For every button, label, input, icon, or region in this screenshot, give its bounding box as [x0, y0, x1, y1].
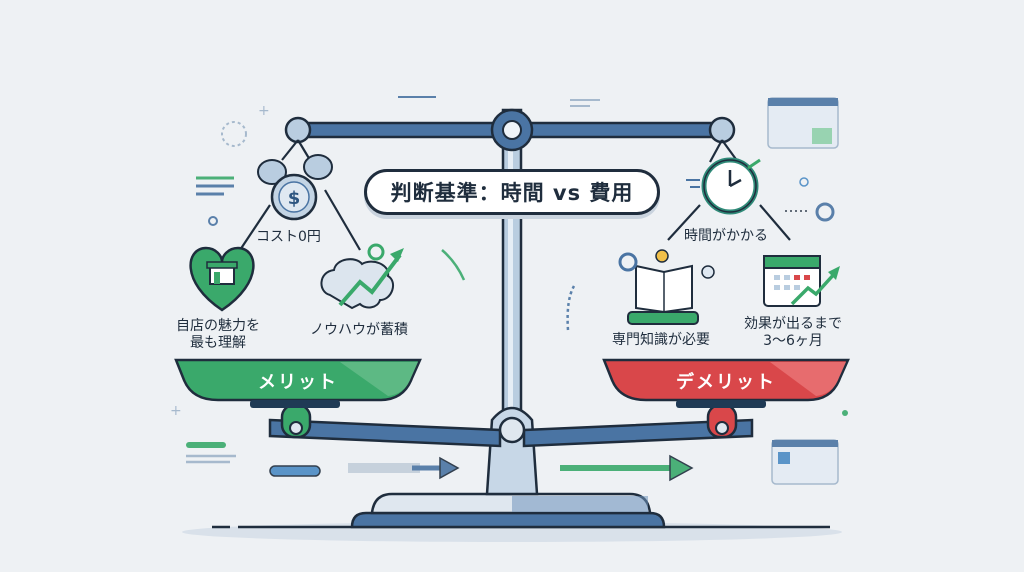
scale-base-icon	[350, 492, 666, 529]
merit-label-knowhow: ノウハウが蓄積	[310, 322, 408, 338]
coins-dollar-icon: $	[257, 154, 333, 221]
svg-text:$: $	[288, 188, 301, 209]
heart-store-icon	[189, 246, 255, 312]
demerit-label-duration-line1: 効果が出るまで	[744, 316, 842, 332]
demerit-label-expertise: 専門知識が必要	[612, 332, 710, 348]
calendar-growth-icon	[763, 255, 840, 307]
top-beam-icon	[284, 108, 736, 152]
svg-text:+: +	[170, 403, 182, 419]
demerit-hanger-icon	[706, 403, 738, 439]
merit-pan-label: メリット	[258, 372, 338, 393]
merit-label-cost: コスト0円	[256, 229, 321, 245]
merit-label-appeal-line1: 自店の魅力を	[176, 318, 260, 334]
demerit-pan-label: デメリット	[676, 372, 776, 393]
merit-label-appeal-line2: 最も理解	[190, 335, 246, 351]
demerit-label-duration-line2: 3〜6ヶ月	[763, 333, 823, 349]
brain-growth-icon	[320, 243, 404, 310]
title-pill: 判断基準：時間 vs 費用	[364, 169, 660, 215]
merit-pan-icon	[174, 358, 422, 408]
clock-icon	[686, 157, 761, 215]
svg-text:+: +	[258, 103, 270, 119]
merit-label-appeal: 自店の魅力を 最も理解	[176, 318, 260, 352]
book-lightbulb-icon	[618, 249, 715, 325]
merit-hanger-icon	[280, 403, 312, 439]
lower-beam-icon	[268, 416, 754, 448]
decorations: + +	[170, 96, 848, 485]
demerit-pan-icon	[602, 358, 850, 408]
demerit-label-duration: 効果が出るまで 3〜6ヶ月	[744, 316, 842, 350]
demerit-label-time: 時間がかかる	[684, 228, 768, 244]
